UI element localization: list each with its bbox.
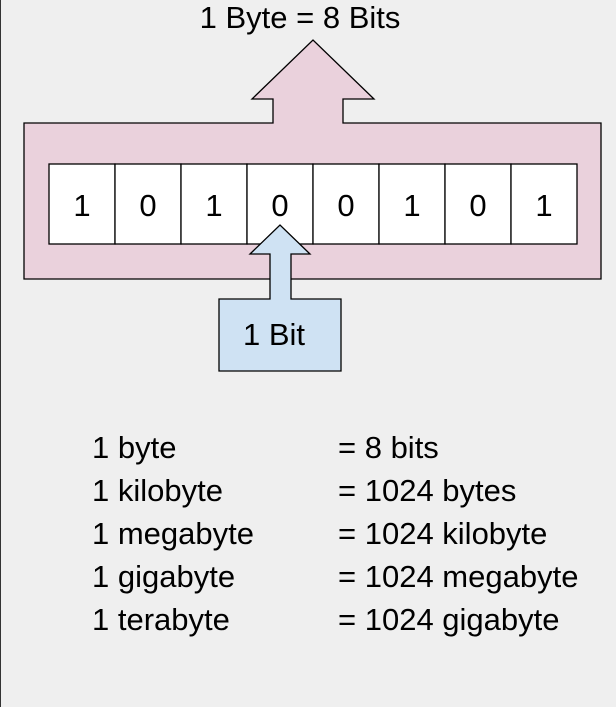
bit-cell-box (510, 163, 578, 245)
bit-value: 0 (139, 188, 156, 223)
unit-label: 1 kilobyte (92, 473, 223, 508)
unit-label: 1 byte (92, 430, 177, 465)
bit-cell-box (48, 163, 116, 245)
bit-cell: 0 (114, 163, 182, 245)
bit-value: 1 (535, 188, 552, 223)
bit-cell: 1 (378, 163, 446, 245)
bit-cell-box (312, 163, 380, 245)
bit-cell: 1 (510, 163, 578, 245)
bit-cell: 1 (48, 163, 116, 245)
bit-cell-box (444, 163, 512, 245)
bit-callout-arrow (218, 224, 342, 372)
conversion-row: 1 byte = 8 bits (92, 426, 578, 469)
conversion-row: 1 terabyte = 1024 gigabyte (92, 598, 578, 641)
page-border (0, 0, 1, 707)
bit-cell: 0 (444, 163, 512, 245)
conversion-row: 1 kilobyte = 1024 bytes (92, 469, 578, 512)
unit-equals: = 1024 megabyte (338, 559, 579, 594)
bit-cell: 0 (312, 163, 380, 245)
bit-value: 1 (73, 188, 90, 223)
conversion-row: 1 megabyte = 1024 kilobyte (92, 512, 578, 555)
unit-label: 1 megabyte (92, 516, 254, 551)
bit-value: 0 (337, 188, 354, 223)
bit-cell-box (180, 163, 248, 245)
bit-cell-box (378, 163, 446, 245)
bit-cell: 1 (180, 163, 248, 245)
diagram-title: 1 Byte = 8 Bits (200, 0, 401, 35)
unit-equals: = 8 bits (338, 430, 439, 465)
bit-value: 1 (205, 188, 222, 223)
conversion-row: 1 gigabyte = 1024 megabyte (92, 555, 578, 598)
bit-value: 0 (469, 188, 486, 223)
unit-label: 1 terabyte (92, 602, 230, 637)
unit-equals: = 1024 bytes (338, 473, 517, 508)
unit-equals: = 1024 kilobyte (338, 516, 548, 551)
bit-cell-box (114, 163, 182, 245)
conversion-table: 1 byte = 8 bits 1 kilobyte = 1024 bytes … (92, 426, 578, 641)
bit-value: 1 (403, 188, 420, 223)
unit-label: 1 gigabyte (92, 559, 236, 594)
bit-cells: 1 0 1 0 0 1 0 1 (48, 163, 578, 245)
bit-label: 1 Bit (243, 317, 305, 352)
unit-equals: = 1024 gigabyte (338, 602, 560, 637)
bit-value: 0 (271, 188, 288, 223)
